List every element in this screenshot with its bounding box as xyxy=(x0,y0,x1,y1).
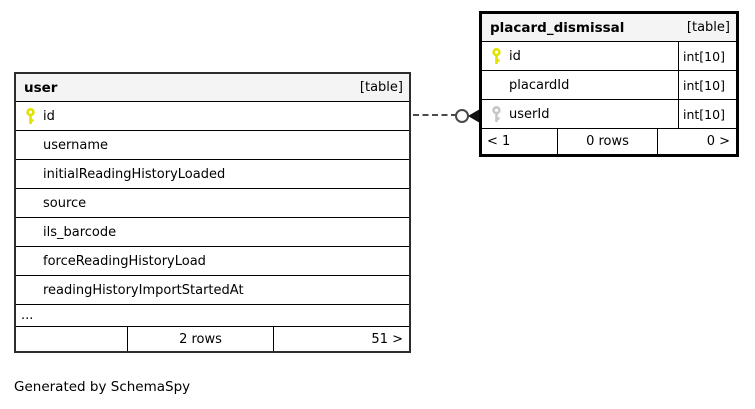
column-cell: id xyxy=(482,42,678,70)
table-user-header: user [table] xyxy=(16,74,409,102)
table-type-badge: [table] xyxy=(359,80,403,95)
table-type-badge: [table] xyxy=(686,20,730,35)
relationship-dashed-line xyxy=(413,114,457,116)
column-row-source: source xyxy=(16,189,409,218)
column-row-placardId: placardId int[10] xyxy=(482,71,736,100)
footer-degree-left: < 1 xyxy=(487,134,511,149)
table-placard-dismissal-title[interactable]: placard_dismissal xyxy=(490,19,625,36)
column-row-readingHistoryImportStartedAt: readingHistoryImportStartedAt xyxy=(16,276,409,305)
column-cell: initialReadingHistoryLoaded xyxy=(16,160,409,188)
column-type: int[10] xyxy=(678,71,736,99)
column-name: ils_barcode xyxy=(43,224,117,240)
column-row-username: username xyxy=(16,131,409,160)
table-user-footer: 2 rows 51 > xyxy=(16,327,409,351)
column-name: forceReadingHistoryLoad xyxy=(43,253,206,269)
column-name: id xyxy=(43,108,55,124)
column-row-id: id int[10] xyxy=(482,42,736,71)
column-cell: ils_barcode xyxy=(16,218,409,246)
column-type: int[10] xyxy=(678,100,736,128)
column-type: int[10] xyxy=(678,42,736,70)
footer-row-count: 0 rows xyxy=(557,129,657,154)
column-row-id: id xyxy=(16,102,409,131)
relationship-arrowhead xyxy=(468,109,480,123)
table-placard-dismissal[interactable]: placard_dismissal [table] id int[10] pla… xyxy=(479,11,739,157)
footer-degree-right: 0 > xyxy=(657,129,736,154)
generator-caption: Generated by SchemaSpy xyxy=(14,379,191,395)
footer-degree-right: 51 > xyxy=(273,327,409,351)
footer-degree-left xyxy=(16,327,127,351)
primary-key-icon xyxy=(25,107,36,125)
table-placard-dismissal-header: placard_dismissal [table] xyxy=(482,14,736,42)
table-user[interactable]: user [table] id username xyxy=(14,72,411,353)
columns-ellipsis: ... xyxy=(16,305,409,327)
column-cell: source xyxy=(16,189,409,217)
column-name: readingHistoryImportStartedAt xyxy=(43,282,244,298)
column-name: initialReadingHistoryLoaded xyxy=(43,166,226,182)
column-cell: username xyxy=(16,131,409,159)
column-cell: forceReadingHistoryLoad xyxy=(16,247,409,275)
column-row-initialReadingHistoryLoaded: initialReadingHistoryLoaded xyxy=(16,160,409,189)
column-cell: userId xyxy=(482,100,678,128)
footer-row-count: 2 rows xyxy=(127,327,273,351)
table-user-title[interactable]: user xyxy=(24,79,58,96)
column-name: id xyxy=(509,48,521,64)
column-name: userId xyxy=(509,106,550,122)
relationship-circle-terminator xyxy=(455,109,469,123)
column-row-forceReadingHistoryLoad: forceReadingHistoryLoad xyxy=(16,247,409,276)
foreign-key-icon xyxy=(491,105,502,123)
column-cell: placardId xyxy=(482,71,678,99)
column-name: source xyxy=(43,195,87,211)
column-name: placardId xyxy=(509,77,570,93)
column-cell: readingHistoryImportStartedAt xyxy=(16,276,409,304)
table-placard-dismissal-footer: < 1 0 rows 0 > xyxy=(482,129,736,154)
column-name: username xyxy=(43,137,108,153)
column-row-ils_barcode: ils_barcode xyxy=(16,218,409,247)
column-row-userId: userId int[10] xyxy=(482,100,736,129)
primary-key-icon xyxy=(491,47,502,65)
column-cell: id xyxy=(16,102,409,130)
